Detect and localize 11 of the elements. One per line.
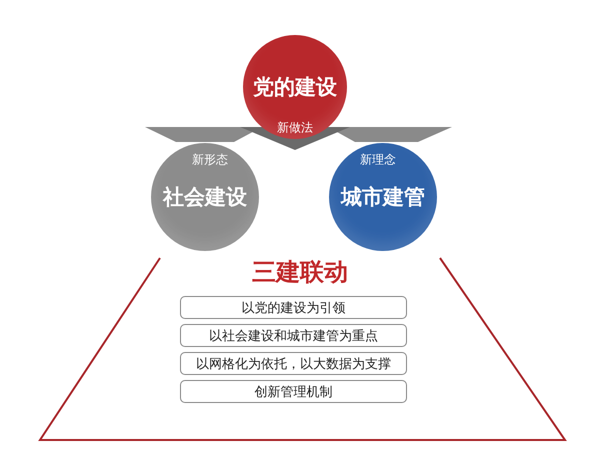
text-box: 以党的建设为引领: [180, 296, 407, 319]
circle-title: 社会建设: [163, 184, 247, 211]
title: 三建联动: [251, 257, 349, 288]
overlap-label: 新理念: [360, 152, 396, 168]
overlap-label: 新形态: [192, 152, 228, 168]
overlap-label: 新做法: [277, 120, 313, 136]
text-box: 以网格化为依托，以大数据为支撑: [180, 352, 407, 375]
text-box: 创新管理机制: [180, 380, 407, 403]
circle-title: 城市建管: [341, 184, 425, 211]
circle-title: 党的建设: [253, 74, 337, 101]
text-box: 以社会建设和城市建管为重点: [180, 324, 407, 347]
